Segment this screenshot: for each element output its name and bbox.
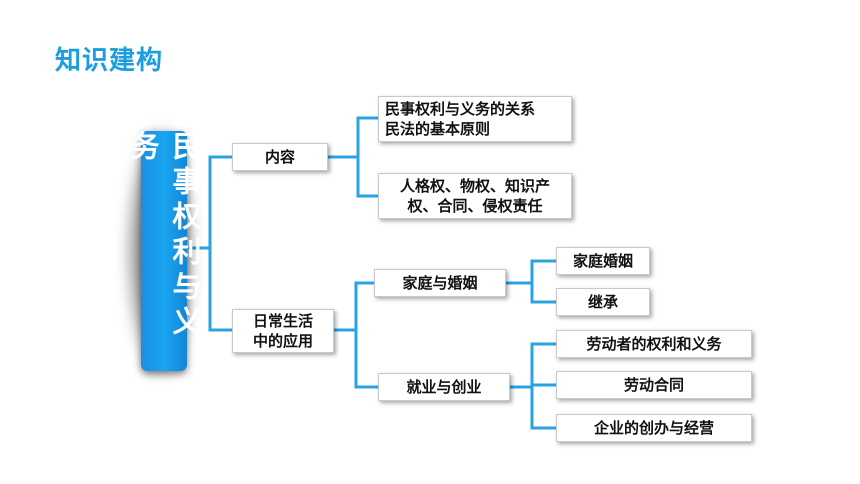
node-family-child-2: 继承 bbox=[556, 288, 650, 316]
node-employment: 就业与创业 bbox=[378, 373, 510, 401]
node-employment-child-1: 劳动者的权利和义务 bbox=[556, 330, 752, 358]
page-title: 知识建构 bbox=[55, 46, 164, 76]
employment-child-2-label: 劳动合同 bbox=[623, 376, 684, 394]
content-child-2-line2: 权、合同、侵权责任 bbox=[407, 197, 543, 215]
content-child-1-line1: 民事权利与义务的关系 bbox=[385, 100, 536, 118]
root-label: 民事权利与义务 bbox=[126, 131, 202, 341]
family-child-2-label: 继承 bbox=[587, 293, 618, 311]
node-employment-label: 就业与创业 bbox=[406, 378, 482, 396]
family-child-1-label: 家庭婚姻 bbox=[572, 252, 633, 270]
content-child-2-line1: 人格权、物权、知识产 bbox=[399, 177, 550, 195]
employment-child-3-label: 企业的创办与经营 bbox=[593, 419, 714, 437]
node-content: 内容 bbox=[232, 143, 328, 171]
node-application: 日常生活 中的应用 bbox=[232, 309, 334, 353]
node-employment-child-3: 企业的创办与经营 bbox=[556, 414, 752, 442]
node-family-label: 家庭与婚姻 bbox=[402, 274, 478, 292]
node-family-child-1: 家庭婚姻 bbox=[556, 247, 650, 275]
node-application-line1: 日常生活 bbox=[252, 312, 313, 330]
node-application-line2: 中的应用 bbox=[252, 332, 313, 350]
node-content-child-2: 人格权、物权、知识产 权、合同、侵权责任 bbox=[378, 173, 572, 219]
node-family: 家庭与婚姻 bbox=[374, 269, 506, 297]
node-content-label: 内容 bbox=[264, 148, 295, 166]
root-node: 民事权利与义务 bbox=[126, 131, 202, 371]
node-employment-child-2: 劳动合同 bbox=[556, 371, 752, 399]
employment-child-1-label: 劳动者的权利和义务 bbox=[586, 335, 722, 353]
node-content-child-1: 民事权利与义务的关系 民法的基本原则 bbox=[378, 96, 572, 142]
content-child-1-line2: 民法的基本原则 bbox=[385, 120, 491, 138]
